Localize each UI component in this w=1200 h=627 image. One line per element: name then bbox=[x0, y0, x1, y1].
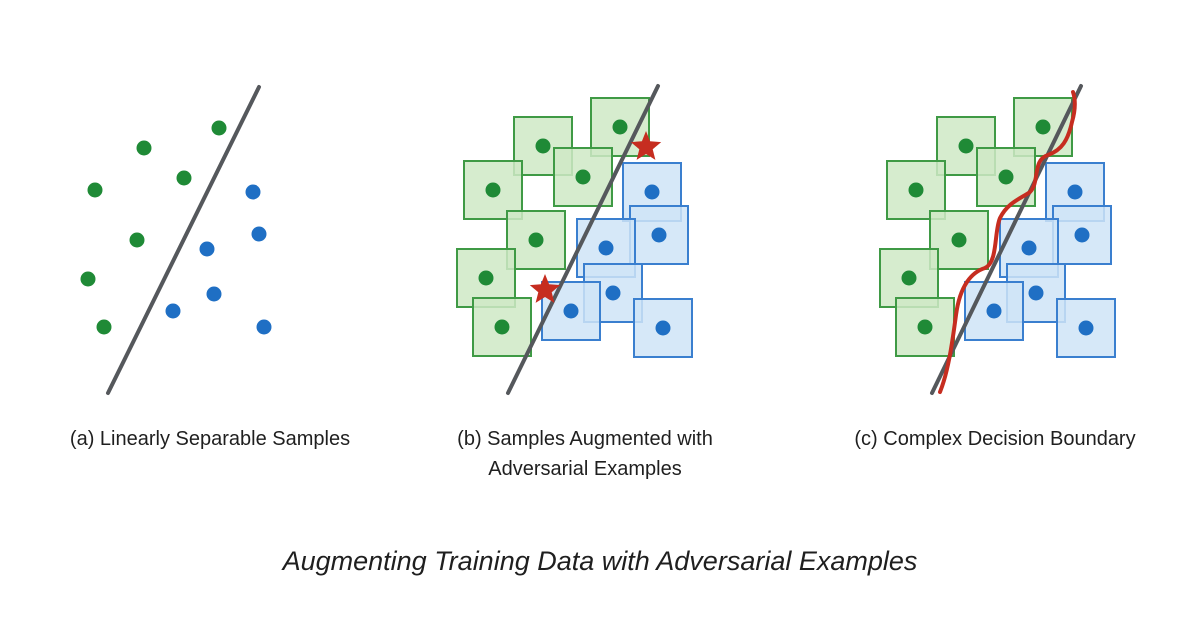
panel-b-caption: (b) Samples Augmented with Adversarial E… bbox=[395, 424, 775, 484]
green-point bbox=[176, 170, 192, 186]
blue-point bbox=[1067, 184, 1083, 200]
green-point bbox=[1035, 119, 1051, 135]
blue-point bbox=[651, 227, 667, 243]
green-point bbox=[211, 120, 227, 136]
green-point bbox=[998, 169, 1014, 185]
green-point bbox=[80, 271, 96, 287]
figure-title: Augmenting Training Data with Adversaria… bbox=[282, 546, 918, 576]
blue-point bbox=[598, 240, 614, 256]
linear-boundary-line bbox=[506, 84, 660, 395]
blue-point bbox=[986, 303, 1002, 319]
green-point bbox=[478, 270, 494, 286]
blue-point bbox=[206, 286, 222, 302]
green-point bbox=[908, 182, 924, 198]
blue-point bbox=[165, 303, 181, 319]
panel-c-caption: (c) Complex Decision Boundary bbox=[805, 424, 1185, 454]
panel-a-plot bbox=[80, 85, 272, 395]
blue-point bbox=[1021, 240, 1037, 256]
panel-b-caption-line-1: (b) Samples Augmented with bbox=[457, 428, 713, 450]
blue-point bbox=[644, 184, 660, 200]
blue-point bbox=[1074, 227, 1090, 243]
green-point bbox=[535, 138, 551, 154]
green-point bbox=[901, 270, 917, 286]
panel-c-caption-line-1: (c) Complex Decision Boundary bbox=[854, 428, 1136, 450]
green-point bbox=[958, 138, 974, 154]
adversarial-star-icon bbox=[529, 274, 561, 303]
complex-decision-boundary bbox=[938, 90, 1077, 394]
green-point bbox=[494, 319, 510, 335]
panel-a-caption-line-1: (a) Linearly Separable Samples bbox=[69, 428, 351, 450]
blue-point bbox=[655, 320, 671, 336]
panel-c-plot bbox=[879, 84, 1116, 395]
green-point bbox=[951, 232, 967, 248]
green-point bbox=[96, 319, 112, 335]
blue-point bbox=[563, 303, 579, 319]
green-point bbox=[612, 119, 628, 135]
green-point bbox=[917, 319, 933, 335]
green-point bbox=[528, 232, 544, 248]
blue-point bbox=[251, 226, 267, 242]
panel-b-caption-line-2: Adversarial Examples bbox=[488, 458, 682, 480]
linear-boundary-line bbox=[106, 85, 261, 395]
panel-b-plot bbox=[456, 84, 693, 395]
blue-point bbox=[199, 241, 215, 257]
green-point bbox=[485, 182, 501, 198]
blue-point bbox=[245, 184, 261, 200]
adversarial-star-icon bbox=[630, 131, 662, 160]
green-point bbox=[129, 232, 145, 248]
green-point bbox=[575, 169, 591, 185]
blue-point bbox=[605, 285, 621, 301]
linear-boundary-line bbox=[930, 84, 1083, 395]
blue-point bbox=[256, 319, 272, 335]
green-point bbox=[136, 140, 152, 156]
green-point bbox=[87, 182, 103, 198]
blue-point bbox=[1078, 320, 1094, 336]
panel-a-caption: (a) Linearly Separable Samples bbox=[20, 424, 400, 454]
blue-point bbox=[1028, 285, 1044, 301]
